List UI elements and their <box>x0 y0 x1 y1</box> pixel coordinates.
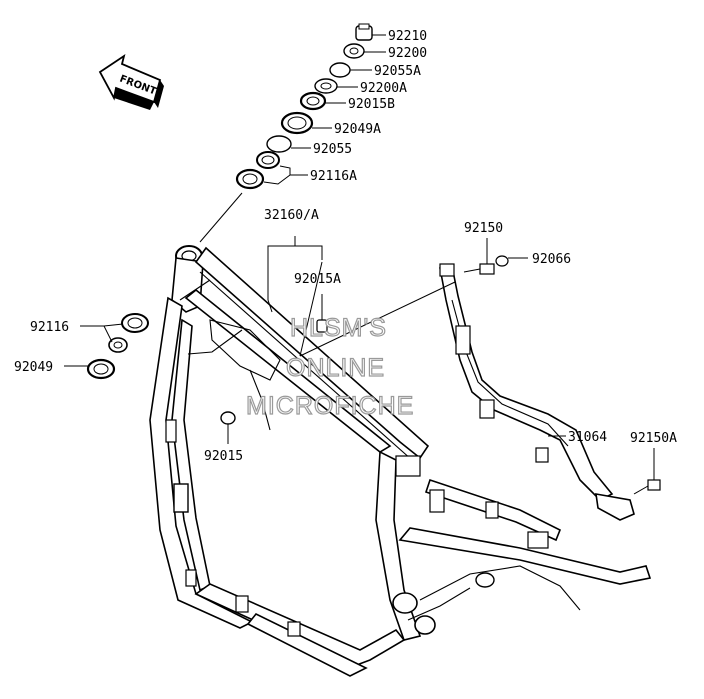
watermark: HLSM'S ONLINE MICROFICHE <box>245 313 414 420</box>
label-92200A: 92200A <box>360 81 407 96</box>
bolt-92150A <box>633 448 661 495</box>
label-92150A: 92150A <box>630 431 677 446</box>
label-92015: 92015 <box>204 449 243 464</box>
label-32160A: 32160/A <box>264 208 319 223</box>
bearing-group-left <box>64 313 149 380</box>
bolt-92015A <box>316 294 328 333</box>
label-92066: 92066 <box>532 252 571 267</box>
main-frame <box>149 245 652 677</box>
watermark-line2: ONLINE <box>286 354 385 382</box>
label-92150: 92150 <box>464 221 503 236</box>
oring-92055 <box>266 135 311 153</box>
label-92055: 92055 <box>313 142 352 157</box>
label-92200: 92200 <box>388 46 427 61</box>
label-92015A: 92015A <box>294 272 341 287</box>
nut-92015B <box>299 91 346 111</box>
steering-parts-stack <box>235 23 386 190</box>
label-92116: 92116 <box>30 320 69 335</box>
front-arrow: FRONT <box>98 53 164 110</box>
oring-92055A <box>329 62 372 78</box>
watermark-line1: HLSM'S <box>290 314 387 342</box>
rear-subframe-31064 <box>439 263 635 521</box>
washer-92200A <box>314 78 358 94</box>
label-92210: 92210 <box>388 29 427 44</box>
bearing-92116A <box>235 151 308 190</box>
label-92116A: 92116A <box>310 169 357 184</box>
washer-92200 <box>343 43 386 59</box>
label-92055A: 92055A <box>374 64 421 79</box>
watermark-line3: MICROFICHE <box>246 392 414 420</box>
seal-92049A <box>280 111 332 135</box>
bolt-92015 <box>220 411 236 444</box>
label-31064: 31064 <box>568 430 607 445</box>
leader-32160A <box>267 236 456 357</box>
nut-92210 <box>355 23 386 41</box>
bolt-92150 <box>463 238 495 275</box>
label-92049A: 92049A <box>334 122 381 137</box>
label-92015B: 92015B <box>348 97 395 112</box>
washer-92066 <box>495 255 528 267</box>
label-92049: 92049 <box>14 360 53 375</box>
